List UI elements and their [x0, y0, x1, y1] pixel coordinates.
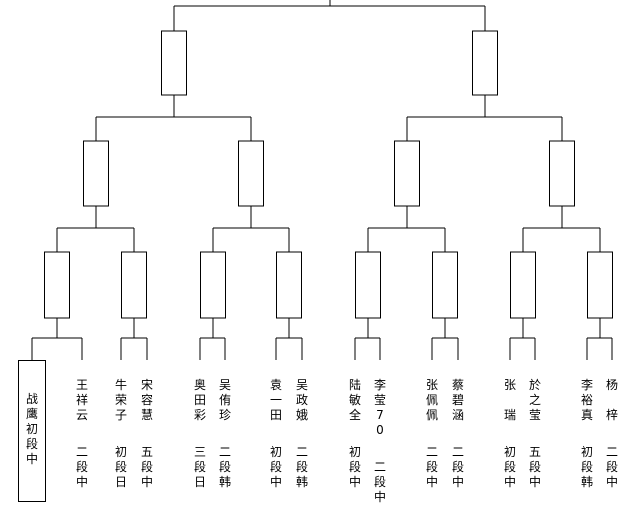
player-rank: 二段韩 — [218, 445, 231, 489]
player-rank: 五段中 — [528, 445, 541, 489]
match-box — [44, 251, 70, 319]
player-entry: 张佩佩二段中 — [425, 378, 439, 490]
player-entry: 吴政娥二段韩 — [295, 378, 309, 490]
player-name: 陆敏全 — [348, 378, 361, 422]
match-box — [472, 30, 498, 96]
match-box — [200, 251, 226, 319]
player-name: 张 瑞 — [503, 378, 516, 422]
player-name: 战鹰 — [25, 392, 38, 421]
match-box — [587, 251, 613, 319]
player-rank: 二段中 — [425, 445, 438, 489]
player-name: 奥田彩 — [193, 378, 206, 422]
player-entry: 王祥云二段中 — [75, 378, 89, 490]
player-name: 王祥云 — [75, 378, 88, 422]
player-rank: 初段中 — [269, 445, 282, 489]
match-box — [276, 251, 302, 319]
player-name: 袁一田 — [269, 378, 282, 422]
match-box — [161, 30, 187, 96]
player-rank: 二段中 — [373, 460, 386, 504]
player-entry: 袁一田初段中 — [269, 378, 283, 490]
player-name: 牛荣子 — [114, 378, 127, 422]
player-entry: 陆敏全初段中 — [348, 378, 362, 490]
player-entry: 战鹰初段中 — [25, 392, 39, 467]
match-box — [549, 140, 575, 207]
match-box — [432, 251, 458, 319]
player-rank: 二段中 — [605, 445, 618, 489]
player-entry: 於之莹五段中 — [528, 378, 542, 490]
player-rank: 初段日 — [114, 445, 127, 489]
player-name: 蔡碧涵 — [451, 378, 464, 422]
player-rank: 二段中 — [75, 445, 88, 489]
player-entry: 张 瑞初段中 — [503, 378, 517, 490]
player-rank: 二段韩 — [295, 445, 308, 489]
player-rank: 二段中 — [451, 445, 464, 489]
player-name: 李裕真 — [580, 378, 593, 422]
player-entry: 杨 梓二段中 — [605, 378, 619, 490]
champion-frame — [18, 360, 46, 502]
player-entry: 李裕真初段韩 — [580, 378, 594, 490]
player-name: 吴政娥 — [295, 378, 308, 422]
player-rank: 初段中 — [348, 445, 361, 489]
player-entry: 蔡碧涵二段中 — [451, 378, 465, 490]
player-rank: 初段韩 — [580, 445, 593, 489]
match-box — [238, 140, 264, 207]
player-name: 张佩佩 — [425, 378, 438, 422]
player-rank: 五段中 — [140, 445, 153, 489]
player-name: 杨 梓 — [605, 378, 618, 422]
player-name: 宋容慧 — [140, 378, 153, 422]
match-box — [510, 251, 536, 319]
player-name: 吴侑珍 — [218, 378, 231, 422]
player-name: 於之莹 — [528, 378, 541, 422]
player-rank: 初段中 — [25, 422, 38, 466]
match-box — [121, 251, 147, 319]
player-entry: 吴侑珍二段韩 — [218, 378, 232, 490]
match-box — [394, 140, 420, 207]
match-box — [355, 251, 381, 319]
player-entry: 奥田彩三段日 — [193, 378, 207, 490]
player-rank: 初段中 — [503, 445, 516, 489]
player-entry: 牛荣子初段日 — [114, 378, 128, 490]
player-rank: 三段日 — [193, 445, 206, 489]
match-box — [83, 140, 109, 207]
player-entry: 宋容慧五段中 — [140, 378, 154, 490]
